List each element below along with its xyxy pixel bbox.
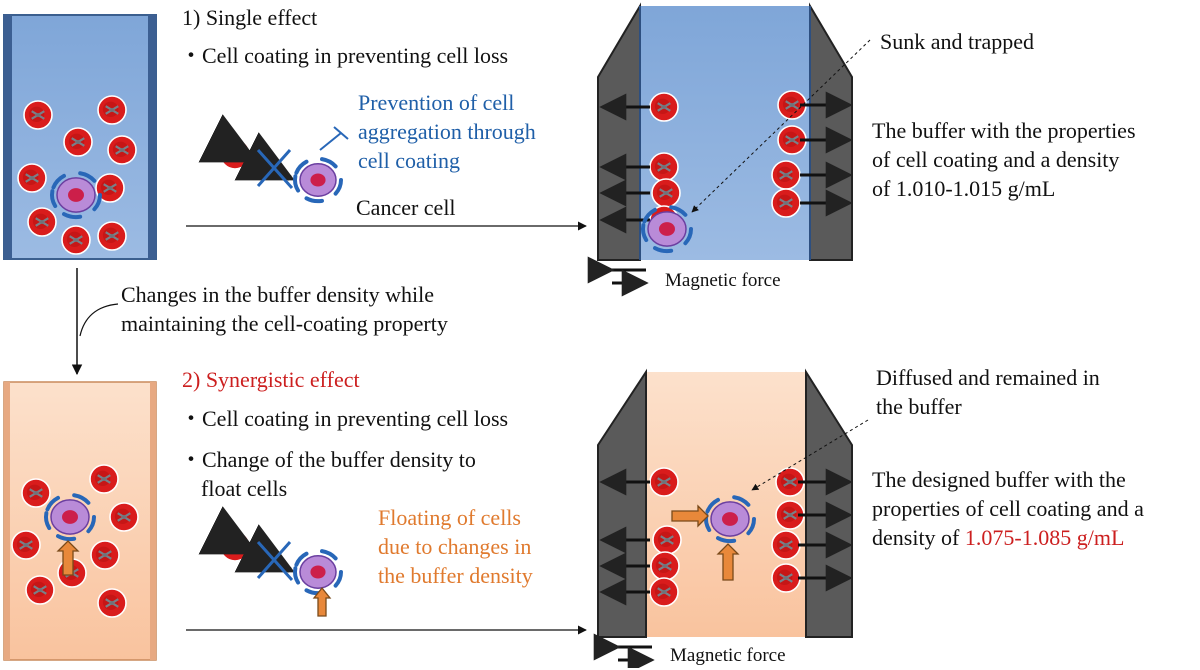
top-buffer-line-3: of 1.010-1.015 g/mL <box>872 176 1056 201</box>
red-blood-cell <box>771 188 801 218</box>
synergistic-bullet-2-line-2: float cells <box>201 476 288 501</box>
transition-line-2: maintaining the cell-coating property <box>121 311 448 336</box>
top-buffer-line-2: of cell coating and a density <box>872 147 1120 172</box>
red-blood-cell <box>25 575 55 605</box>
red-blood-cell <box>652 525 682 555</box>
bottom-buffer-line-2: properties of cell coating and a <box>872 496 1144 521</box>
red-blood-cell <box>11 530 41 560</box>
aggregation-illustration-top <box>198 114 349 204</box>
prevention-line-1: Prevention of cell <box>358 90 515 115</box>
sunk-trapped-label: Sunk and trapped <box>880 29 1034 54</box>
magnetic-force-icon-bottom <box>593 633 655 668</box>
float-arrow-icon <box>312 586 332 617</box>
chamber-top <box>597 2 853 261</box>
red-blood-cell <box>219 530 251 562</box>
red-blood-cell <box>649 467 679 497</box>
red-blood-cell <box>649 577 679 607</box>
red-blood-cell <box>107 135 137 165</box>
red-blood-cell <box>23 100 53 130</box>
float-arrow-icon <box>716 543 740 581</box>
red-blood-cell <box>775 467 805 497</box>
synergistic-bullet-2-line-1: ・Change of the buffer density to <box>180 447 476 472</box>
density-value: 1.075-1.085 g/mL <box>964 525 1125 550</box>
red-blood-cell <box>771 160 801 190</box>
red-blood-cell <box>90 540 120 570</box>
magnetic-force-icon-top <box>587 256 649 297</box>
diffused-line-2: the buffer <box>876 394 962 419</box>
prevention-line-3: cell coating <box>358 148 461 173</box>
chamber-bottom-cells <box>599 467 853 607</box>
red-blood-cell <box>771 563 801 593</box>
synergistic-bullet-1: ・Cell coating in preventing cell loss <box>180 406 509 431</box>
synergistic-heading: 2) Synergistic effect <box>182 367 360 392</box>
red-blood-cell <box>21 478 51 508</box>
chamber-top-cells <box>599 90 853 254</box>
red-blood-cell <box>95 173 125 203</box>
bottom-buffer-line-3: density of 1.075-1.085 g/mL <box>872 523 1124 552</box>
red-blood-cell <box>649 92 679 122</box>
magnetic-force-label-top: Magnetic force <box>665 270 781 291</box>
callout-arrow-bottom <box>751 419 869 491</box>
cancer-cell <box>50 171 102 220</box>
single-effect-heading: 1) Single effect <box>182 5 318 30</box>
red-blood-cell <box>651 178 681 208</box>
red-blood-cell <box>61 225 91 255</box>
transition-line-1: Changes in the buffer density while <box>121 282 435 307</box>
floating-line-3: the buffer density <box>378 563 533 588</box>
prevention-line-2: aggregation through <box>358 119 536 144</box>
red-blood-cell <box>97 588 127 618</box>
red-blood-cell <box>97 95 127 125</box>
red-blood-cell <box>650 551 680 581</box>
red-blood-cell <box>649 152 679 182</box>
red-blood-cell <box>775 500 805 530</box>
single-effect-bullet: ・Cell coating in preventing cell loss <box>180 43 509 68</box>
red-blood-cell <box>27 207 57 237</box>
floating-line-1: Floating of cells <box>378 505 521 530</box>
cancer-cell <box>641 205 693 254</box>
red-blood-cell <box>63 127 93 157</box>
tube-top-left-cells <box>17 95 137 255</box>
cancer-cell <box>293 549 343 596</box>
diffused-line-1: Diffused and remained in <box>876 365 1100 390</box>
inhibition-icon <box>319 126 349 151</box>
red-blood-cell <box>777 125 807 155</box>
red-blood-cell <box>109 502 139 532</box>
magnetic-force-label-bottom: Magnetic force <box>670 645 786 666</box>
red-blood-cell <box>219 138 251 170</box>
blocked-cross-icon <box>256 148 294 190</box>
blocked-cross-icon <box>256 540 294 582</box>
callout-arrow-top <box>691 39 871 213</box>
float-arrow-icon <box>56 540 80 576</box>
floating-line-2: due to changes in <box>378 534 532 559</box>
cancer-cell <box>44 493 96 542</box>
red-blood-cell <box>771 530 801 560</box>
cancer-cell <box>704 495 756 544</box>
float-arrow-icon <box>671 504 709 528</box>
red-blood-cell <box>97 221 127 251</box>
transition-leader <box>79 303 119 337</box>
red-blood-cell <box>89 464 119 494</box>
red-blood-cell <box>17 163 47 193</box>
tube-bottom-left-cells <box>11 464 139 618</box>
cancer-cell-label: Cancer cell <box>356 195 456 220</box>
cancer-cell <box>293 157 343 204</box>
density-prefix: density of <box>872 525 965 550</box>
aggregation-illustration-bottom <box>198 506 343 617</box>
bottom-buffer-line-1: The designed buffer with the <box>872 467 1126 492</box>
top-buffer-line-1: The buffer with the properties <box>872 118 1136 143</box>
